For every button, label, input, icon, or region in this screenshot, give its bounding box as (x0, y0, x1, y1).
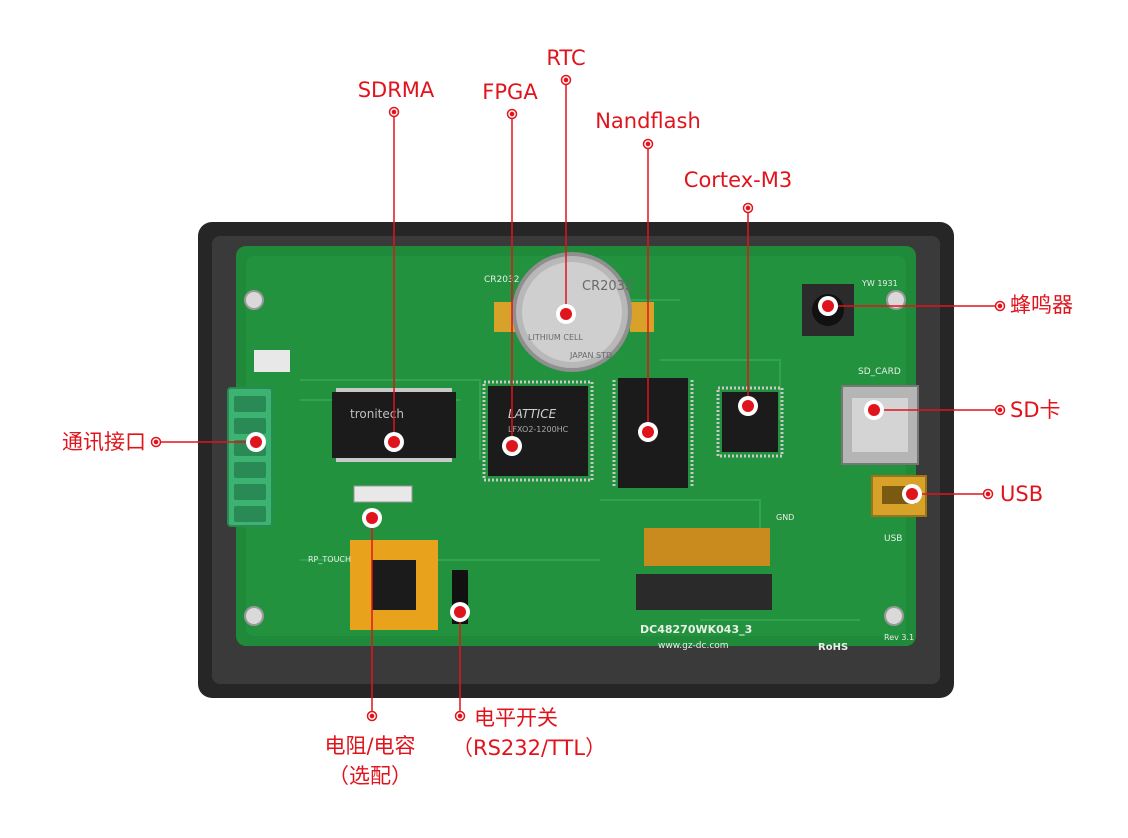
label-level-switch-line2: （RS232/TTL） (452, 736, 607, 760)
mount-hole (244, 606, 264, 626)
label-level-switch-line1: 电平开关 (474, 706, 558, 730)
label-buzzer: 蜂鸣器 (1010, 293, 1073, 317)
label-level-switch: 电平开关 （RS232/TTL） (452, 706, 606, 760)
label-resistor-capacitor: 电阻/电容 （选配） (324, 734, 415, 788)
flex-chip (372, 560, 416, 610)
usb-silk-text: USB (884, 534, 902, 544)
label-sdrma: SDRMA (357, 78, 435, 102)
mount-hole (244, 290, 264, 310)
target-buzzer (818, 296, 838, 316)
cr-silk-text: CR2032 (484, 275, 519, 285)
label-resistor-line1: 电阻/电容 (324, 734, 416, 758)
nandflash-pins (612, 380, 694, 486)
target-nandflash (638, 422, 658, 442)
target-sdrma (384, 432, 404, 452)
label-resistor-line2: （选配） (327, 764, 412, 788)
leader-lines (156, 80, 1000, 716)
label-nandflash: Nandflash (595, 109, 701, 133)
label-comm-port: 通讯接口 (62, 430, 146, 454)
battery-origin-text: JAPAN STD (569, 351, 612, 360)
label-cortex: Cortex-M3 (683, 168, 793, 192)
label-fpga: FPGA (482, 80, 538, 104)
target-fpga (502, 436, 522, 456)
revision-text: Rev 3.1 (884, 633, 914, 642)
target-comm (246, 432, 266, 452)
label-sd-card: SD卡 (1010, 398, 1061, 422)
fpga-brand-text: LATTICE (508, 407, 557, 421)
lcd-connector (644, 528, 770, 566)
label-strip (254, 350, 290, 372)
battery-maker-text: LITHIUM CELL (528, 333, 583, 342)
flex-connector (353, 485, 413, 503)
board-model-text: DC48270WK043_3 (640, 623, 752, 636)
label-usb: USB (1000, 482, 1044, 506)
sdram-brand-text: tronitech (350, 407, 404, 421)
yw-silk-text: YW 1931 (861, 279, 898, 288)
fpga-part-text: LFXO2-1200HC (508, 425, 569, 434)
target-resistor (362, 508, 382, 528)
label-rtc: RTC (546, 46, 586, 70)
label-end-markers (150, 74, 1006, 722)
mount-hole (884, 606, 904, 626)
gnd-silk-text: GND (776, 513, 794, 522)
rohs-text: RoHS (818, 642, 848, 653)
target-cortex (738, 396, 758, 416)
lcd-ffc-connector (636, 574, 772, 610)
target-sd (864, 400, 884, 420)
rp-silk-text: RP_TOUCH (308, 555, 351, 564)
target-dots (246, 296, 922, 622)
battery-model-text: CR2032 (582, 279, 633, 294)
target-usb (902, 484, 922, 504)
sd-silk-text: SD_CARD (858, 367, 901, 377)
cortex-pins (716, 386, 784, 458)
fpga-pins (482, 380, 594, 482)
target-level-switch (450, 602, 470, 622)
target-rtc (556, 304, 576, 324)
terminal-block (227, 387, 273, 527)
website-text: www.gz-dc.com (658, 641, 729, 651)
mount-hole (886, 290, 906, 310)
fpga-chip (488, 386, 588, 476)
